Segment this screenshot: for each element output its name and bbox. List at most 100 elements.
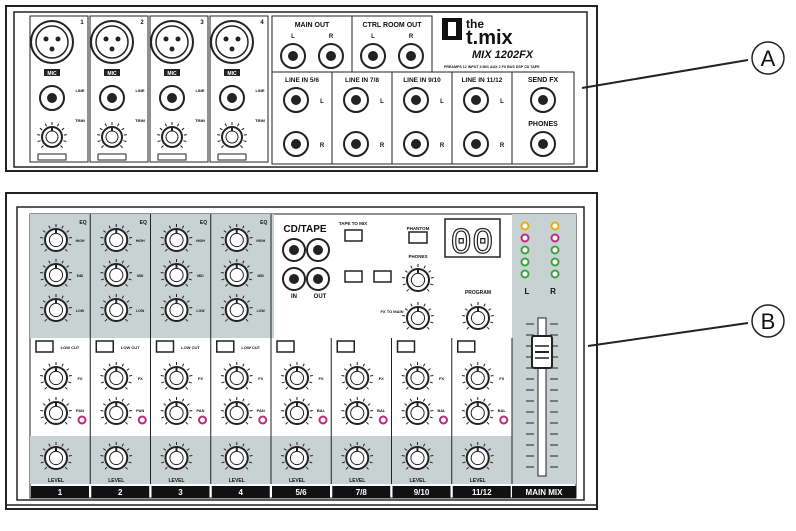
level-knob[interactable]	[220, 442, 253, 470]
eq-mid-knob[interactable]	[100, 259, 133, 287]
line-input-jack-right[interactable]	[343, 131, 369, 157]
line-label: LINE	[135, 88, 144, 93]
level-knob[interactable]	[160, 442, 193, 470]
trim-knob-2[interactable]	[97, 122, 127, 148]
peak-led	[198, 415, 207, 425]
eq-high-knob[interactable]	[220, 224, 253, 252]
switch-button-3[interactable]	[373, 270, 392, 283]
eq-mid-knob[interactable]	[40, 259, 72, 287]
fx-label: FX	[439, 376, 444, 381]
trim-knob-1[interactable]	[37, 122, 67, 148]
balance-knob[interactable]	[281, 397, 313, 425]
fx-send-knob[interactable]	[401, 362, 434, 390]
level-knob[interactable]	[461, 442, 494, 470]
line-input-1: LINE IN 5/6LR	[271, 71, 333, 165]
peak-led	[77, 415, 87, 425]
xlr-input-1[interactable]	[30, 20, 74, 64]
level-knob[interactable]	[281, 442, 313, 470]
line-input-jack-right[interactable]	[463, 131, 489, 157]
level-knob[interactable]	[401, 442, 434, 470]
level-switch-button[interactable]	[396, 340, 416, 353]
eq-band-label: HIGH	[76, 239, 85, 243]
phones-level-knob[interactable]	[402, 264, 434, 292]
level-knob[interactable]	[100, 442, 133, 470]
pan-knob[interactable]	[100, 397, 133, 425]
low-cut-button[interactable]	[216, 340, 235, 353]
trim-knob-3[interactable]	[157, 122, 187, 148]
peak-led	[378, 415, 388, 425]
line-input-jack-right[interactable]	[403, 131, 429, 157]
low-cut-button[interactable]	[95, 340, 114, 353]
fx-send-knob[interactable]	[160, 362, 193, 390]
fx-send-knob[interactable]	[461, 362, 494, 390]
program-knob[interactable]	[462, 302, 494, 330]
level-label: LEVEL	[48, 478, 64, 484]
eq-low-knob[interactable]	[40, 294, 72, 322]
fx-label: FX	[138, 376, 143, 381]
level-switch-button[interactable]	[276, 340, 295, 353]
low-cut-button[interactable]	[155, 340, 175, 353]
fx-label: FX	[198, 376, 203, 381]
switch-button-2[interactable]	[344, 270, 363, 283]
trim-label: TRIM	[195, 118, 205, 123]
balance-knob[interactable]	[461, 397, 494, 425]
line-input-jack-2[interactable]	[99, 85, 125, 111]
level-knob[interactable]	[341, 442, 374, 470]
eq-low-knob[interactable]	[160, 294, 193, 322]
tape-to-mix-button[interactable]	[344, 229, 363, 242]
fx-send-knob[interactable]	[100, 362, 133, 390]
eq-high-knob[interactable]	[40, 224, 72, 252]
line-input-jack-left[interactable]	[463, 87, 489, 113]
meter-led-left	[520, 257, 530, 267]
eq-band-label: LOW	[196, 309, 205, 313]
mic-channel-number: 2	[140, 20, 144, 26]
pan-knob[interactable]	[160, 397, 193, 425]
level-switch-button[interactable]	[457, 340, 476, 353]
eq-low-knob[interactable]	[220, 294, 253, 322]
balance-knob[interactable]	[341, 397, 374, 425]
eq-mid-knob[interactable]	[220, 259, 253, 287]
fx-send-knob[interactable]	[281, 362, 313, 390]
line-input-jack-left[interactable]	[343, 87, 369, 113]
level-switch-button[interactable]	[336, 340, 355, 353]
pan-knob[interactable]	[40, 397, 72, 425]
bal-label: BAL	[498, 408, 507, 413]
xlr-input-4[interactable]	[210, 20, 254, 64]
line-input-jack-4[interactable]	[219, 85, 245, 111]
cd-tape-in-label: IN	[291, 294, 297, 300]
line-input-jack-3[interactable]	[159, 85, 185, 111]
eq-high-knob[interactable]	[100, 224, 133, 252]
balance-knob[interactable]	[401, 397, 434, 425]
mic-label: MIC	[227, 71, 237, 77]
fx-send-knob[interactable]	[220, 362, 253, 390]
fx-label: FX	[499, 376, 504, 381]
xlr-input-3[interactable]	[150, 20, 194, 64]
eq-high-knob[interactable]	[160, 224, 193, 252]
line-input-jack-1[interactable]	[39, 85, 65, 111]
eq-low-knob[interactable]	[100, 294, 133, 322]
level-label: LEVEL	[229, 478, 245, 484]
phantom-button[interactable]	[408, 231, 428, 244]
fx-to-main-knob[interactable]	[402, 302, 434, 330]
fx-send-knob[interactable]	[341, 362, 374, 390]
cd-tape-label: CD/TAPE	[283, 224, 326, 235]
line-input-title: LINE IN 11/12	[462, 77, 503, 84]
pan-knob[interactable]	[220, 397, 253, 425]
line-input-2: LINE IN 7/8LR	[331, 71, 393, 165]
trim-knob-4[interactable]	[217, 122, 247, 148]
low-cut-button[interactable]	[35, 340, 54, 353]
line-input-jack-left[interactable]	[403, 87, 429, 113]
send-fx-section: SEND FX PHONES	[511, 71, 575, 165]
level-knob[interactable]	[40, 442, 72, 470]
line-input-jack-right[interactable]	[283, 131, 309, 157]
xlr-input-2[interactable]	[90, 20, 134, 64]
meter-led-left	[520, 245, 530, 255]
level-label: LEVEL	[289, 478, 305, 484]
line-input-jack-left[interactable]	[283, 87, 309, 113]
eq-mid-knob[interactable]	[160, 259, 193, 287]
fx-send-knob[interactable]	[40, 362, 72, 390]
